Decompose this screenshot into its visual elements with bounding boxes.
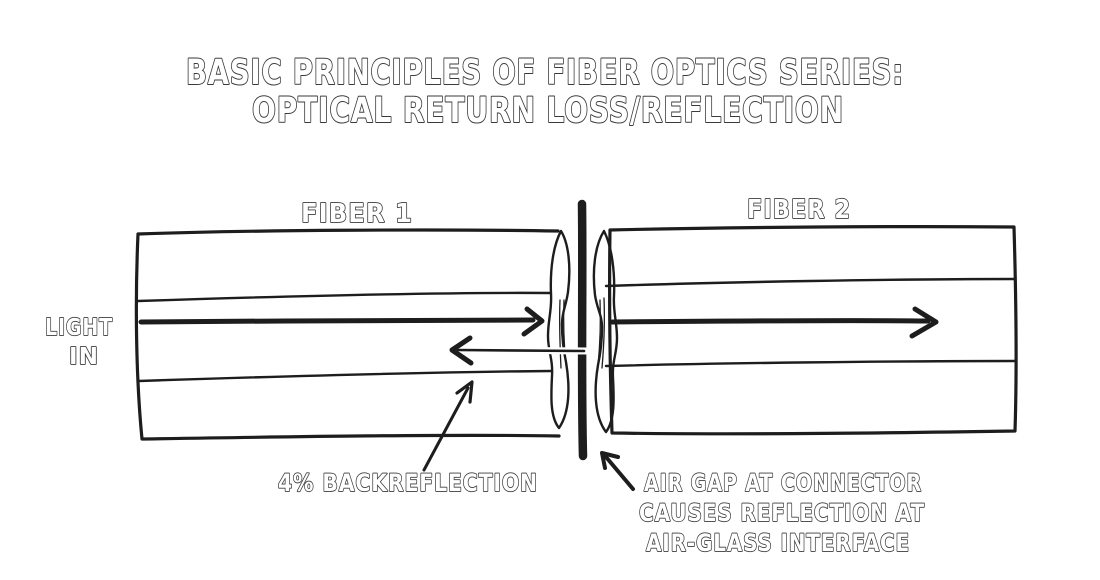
fiber-2-endface-detail-line [597,299,602,367]
fiber-2-endface [592,229,619,434]
backreflection-arrow [449,335,592,366]
fiber-1-endface-detail-line [562,299,567,366]
transmitted-light-arrow-shaft [609,318,931,325]
title: BASIC PRINCIPLES OF FIBER OPTICS SERIES:… [185,52,904,132]
air-gap-pointer-arrowhead-icon [600,451,620,470]
incident-light-arrowhead-icon [521,306,545,337]
fiber-2 [592,225,1018,436]
air-gap-label-line-2: CAUSES REFLECTION AT [639,499,925,527]
backreflection-annotation: 4% BACKREFLECTION [277,380,538,498]
air-gap-annotation: AIR GAP AT CONNECTOR CAUSES REFLECTION A… [600,451,925,558]
fiber-2-endface-detail-line-2 [601,297,606,369]
fiber-1-label: FIBER 1 [301,199,413,229]
fiber-1-outline [134,228,561,441]
fiber-2-outline [608,225,1018,436]
air-gap-pointer-shaft [604,455,635,491]
backreflection-arrow-shaft [456,348,586,353]
fiber-1 [134,228,571,441]
backreflection-pointer-arrowhead-icon [455,380,474,404]
transmitted-light-arrowhead-icon [909,306,939,339]
air-gap-label-line-3: AIR-GLASS INTERFACE [646,529,910,557]
backreflection-label: 4% BACKREFLECTION [278,469,538,497]
transmitted-light-arrow [609,306,939,339]
title-line-1: BASIC PRINCIPLES OF FIBER OPTICS SERIES: [186,53,904,93]
light-in-line-1: LIGHT [45,315,113,341]
backreflection-arrowhead-icon [449,335,474,366]
fiber-1-core-top-line [136,291,553,303]
fiber-2-core-top-line [604,277,1017,288]
title-line-2: OPTICAL RETURN LOSS/REFLECTION [252,91,844,131]
fiber-1-endface [546,229,571,430]
fiber-1-core-bottom-line [137,369,553,383]
light-in-label: LIGHT IN [44,314,113,371]
incident-light-arrow [138,306,545,337]
light-in-line-2: IN [69,344,99,370]
backreflection-pointer-shaft [422,386,470,472]
fiber-1-endface-detail-line-2 [558,299,562,369]
fiber-2-label: FIBER 2 [747,195,851,225]
incident-light-arrow-shaft [138,317,536,325]
air-gap-line [577,199,588,461]
fiber-2-core-bottom-line [604,359,1017,368]
air-gap-label-line-1: AIR GAP AT CONNECTOR [644,469,922,497]
